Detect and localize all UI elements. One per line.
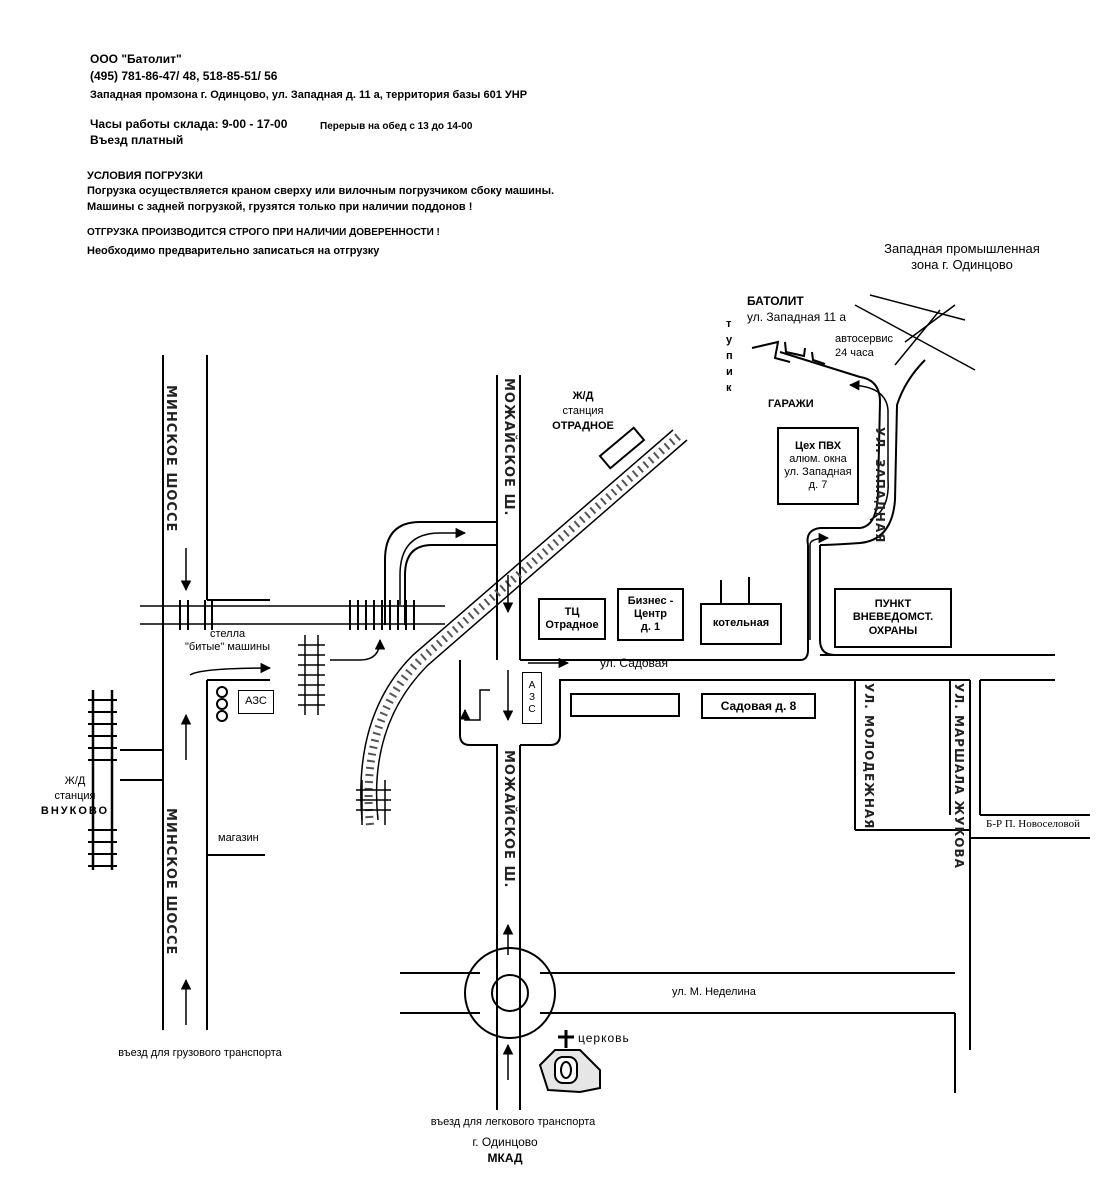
loading-title: УСЛОВИЯ ПОГРУЗКИ bbox=[87, 170, 203, 182]
vnukovo-station-1: Ж/Д bbox=[64, 775, 86, 787]
stella-label-2: "битые" машины bbox=[185, 641, 271, 653]
autoservice-label-2: 24 часа bbox=[835, 347, 874, 359]
mkad-label: МКАД bbox=[487, 1151, 523, 1165]
guard-line-3: ОХРАНЫ bbox=[868, 624, 918, 637]
entry-fee: Въезд платный bbox=[90, 133, 184, 147]
batolit-driveway bbox=[751, 294, 976, 371]
phone-numbers: (495) 781-86-47/ 48, 518-85-51/ 56 bbox=[90, 69, 278, 83]
azs-pump-icon bbox=[216, 686, 228, 722]
garages-label: ГАРАЖИ bbox=[768, 398, 814, 410]
stella-label-1: стелла bbox=[210, 628, 246, 640]
loading-line-2: Машины с задней погрузкой, грузятся толь… bbox=[87, 201, 473, 213]
workshop-line-3: ул. Западная bbox=[784, 466, 852, 478]
pvc-workshop: Цех ПВХ алюм. окна ул. Западная д. 7 bbox=[777, 427, 859, 505]
guard-line-2: ВНЕВЕДОМСТ. bbox=[852, 611, 934, 624]
batolit-label: БАТОЛИТ bbox=[747, 294, 804, 308]
sadovaya-block-unnamed bbox=[570, 693, 680, 717]
mozhaisk-highway-top-label: МОЖАЙСКОЕ Ш. bbox=[501, 378, 516, 517]
azs-letter-s: С bbox=[528, 704, 536, 715]
church-label: церковь bbox=[578, 1031, 630, 1045]
dead-end-label-k: к bbox=[726, 382, 732, 394]
sadovaya-street-label: ул. Садовая bbox=[600, 656, 668, 670]
vnukovo-station-2: станция bbox=[54, 790, 96, 802]
otradnoe-platform bbox=[598, 426, 646, 470]
lunch-break: Перерыв на обед с 13 до 14-00 bbox=[320, 121, 473, 132]
tc-line-2: Отрадное bbox=[545, 619, 599, 631]
work-hours: Часы работы склада: 9-00 - 17-00 bbox=[90, 117, 288, 131]
zone-label-2: зона г. Одинцово bbox=[911, 257, 1013, 272]
direction-arrows bbox=[180, 380, 889, 1080]
novoselova-boulevard-label: Б-Р П. Новоселовой bbox=[986, 818, 1081, 830]
otradnoe-station-2: станция bbox=[562, 405, 604, 417]
warning-text: ОТГРУЗКА ПРОИЗВОДИТСЯ СТРОГО ПРИ НАЛИЧИИ… bbox=[87, 227, 440, 238]
loading-line-1: Погрузка осуществляется краном сверху ил… bbox=[87, 185, 555, 197]
railway bbox=[360, 429, 688, 826]
marshala-zhukova-street-label: УЛ. МАРШАЛА ЖУКОВА bbox=[952, 683, 966, 869]
sadovaya-8: Садовая д. 8 bbox=[701, 693, 816, 719]
booking-note: Необходимо предварительно записаться на … bbox=[87, 245, 380, 257]
rail-crossings bbox=[88, 600, 445, 870]
dead-end-label-t: т bbox=[726, 318, 732, 330]
workshop-line-2: алюм. окна bbox=[789, 452, 847, 465]
chimney-icon bbox=[720, 577, 750, 603]
nedelina-street-label: ул. М. Неделина bbox=[672, 986, 756, 998]
address: Западная промзона г. Одинцово, ул. Запад… bbox=[90, 89, 528, 101]
dead-end-label-p: п bbox=[726, 350, 733, 362]
dead-end-label-u: у bbox=[726, 334, 733, 346]
business-line-1: Бизнес - bbox=[627, 594, 674, 607]
company-name: ООО "Батолит" bbox=[90, 52, 182, 66]
tc-line-1: ТЦ bbox=[564, 605, 580, 618]
city-label: г. Одинцово bbox=[472, 1135, 538, 1149]
minsk-highway-bottom-label: МИНСКОЕ ШОССЕ bbox=[163, 808, 178, 956]
zone-label-1: Западная промышленная bbox=[884, 241, 1040, 256]
business-center: Бизнес - Центр д. 1 bbox=[617, 588, 684, 641]
tc-otradnoe: ТЦ Отрадное bbox=[538, 598, 606, 640]
otradnoe-station-3: ОТРАДНОЕ bbox=[552, 420, 614, 432]
guard-post: ПУНКТ ВНЕВЕДОМСТ. ОХРАНЫ bbox=[834, 588, 952, 648]
roads bbox=[120, 351, 1090, 1110]
car-entry-label: въезд для легкового транспорта bbox=[430, 1116, 596, 1128]
business-line-2: Центр bbox=[633, 607, 668, 620]
business-line-3: д. 1 bbox=[640, 621, 661, 634]
boiler-house: котельная bbox=[700, 603, 782, 645]
dead-end-label-i: и bbox=[726, 366, 733, 378]
truck-entry-label: въезд для грузового транспорта bbox=[118, 1047, 282, 1059]
workshop-line-1: Цех ПВХ bbox=[794, 439, 842, 452]
guard-line-1: ПУНКТ bbox=[874, 598, 912, 611]
molodezhnaya-street-label: УЛ. МОЛОДЕЖНАЯ bbox=[862, 683, 876, 830]
vnukovo-station-3: ВНУКОВО bbox=[40, 805, 110, 817]
azs-letter-a: А bbox=[528, 680, 536, 691]
gas-station-minsk: АЗС bbox=[238, 690, 274, 714]
otradnoe-station-1: Ж/Д bbox=[572, 390, 594, 402]
batolit-address: ул. Западная 11 а bbox=[747, 310, 847, 324]
autoservice-label-1: автосервис bbox=[835, 333, 893, 345]
church-icon bbox=[538, 1030, 601, 1094]
gas-station-mozhaisk: А З С bbox=[522, 672, 542, 724]
zapadnaya-street-label: УЛ. ЗАПАДНАЯ bbox=[873, 427, 887, 544]
minsk-highway-top-label: МИНСКОЕ ШОССЕ bbox=[163, 385, 178, 533]
azs-letter-z: З bbox=[528, 692, 536, 703]
shop-label: магазин bbox=[218, 832, 259, 844]
mozhaisk-highway-bottom-label: МОЖАЙСКОЕ Ш. bbox=[501, 750, 516, 889]
workshop-line-4: д. 7 bbox=[808, 479, 828, 492]
